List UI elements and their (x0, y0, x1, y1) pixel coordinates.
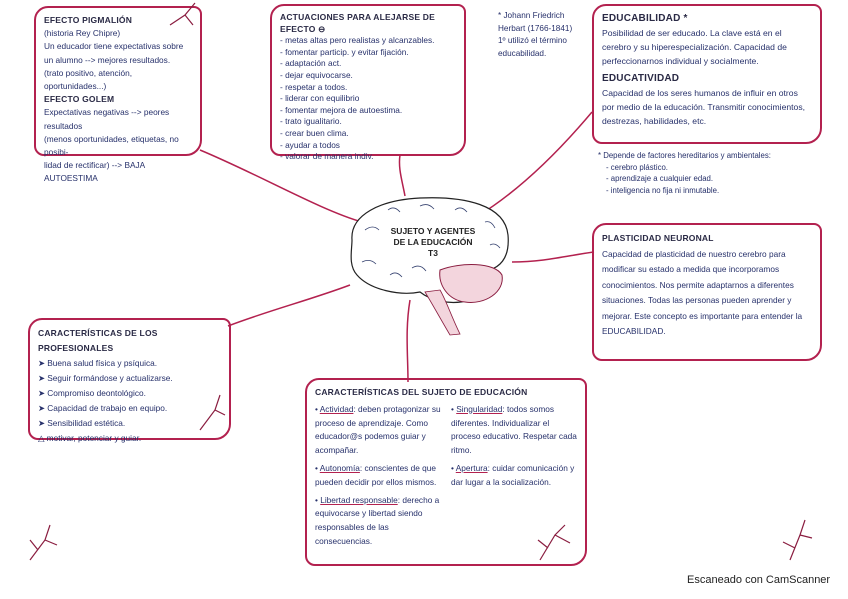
sujeto-term: Autonomía (319, 462, 360, 473)
factores-line: - cerebro plástico. (606, 162, 668, 172)
sujeto-item: • Singularidad: todos somos diferentes. … (451, 403, 577, 456)
educatividad-title: EDUCATIVIDAD (602, 73, 680, 84)
connector-plasticidad (511, 251, 595, 263)
golem-line: Expectativas negativas --> peores result… (44, 107, 170, 131)
pigmalion-line: (historia Rey Chipre) (44, 28, 121, 39)
box-actuaciones: ACTUACIONES PARA ALEJARSE DE EFECTO ⊖ - … (270, 4, 466, 161)
pigmalion-title: EFECTO PIGMALIÓN (44, 15, 133, 25)
sujeto-text: : derecho a equivocarse y libertad siend… (315, 494, 440, 546)
factores-line: - aprendizaje a cualquier edad. (606, 174, 714, 183)
profesionales-item: ➤ Compromiso deontológico. (38, 388, 146, 398)
actuacion-item: - liderar con equilibrio (280, 93, 360, 104)
box-efecto-pigmalion: EFECTO PIGMALIÓN (historia Rey Chipre) U… (34, 6, 202, 183)
connector-educabilidad (477, 111, 593, 217)
sujeto-text: : todos somos diferentes. Individualizar… (451, 403, 577, 456)
brain-illustration (350, 197, 509, 336)
profesionales-item: ➤ Seguir formándose y actualizarse. (38, 373, 173, 383)
factores-line: * Depende de factores hereditarios y amb… (598, 151, 771, 160)
sujeto-text: : conscientes de que pueden decidir por … (315, 462, 437, 487)
educabilidad-title: EDUCABILIDAD * (602, 13, 688, 24)
profesionales-item: ➤ Sensibilidad estética. (38, 418, 126, 428)
golem-line: lidad de rectificar) --> BAJA AUTOESTIMA (44, 160, 145, 184)
connector-sujeto (406, 299, 411, 383)
actuacion-item: - fomentar mejora de autoestima. (280, 104, 403, 115)
sujeto-term: Actividad (319, 403, 354, 414)
herbart-line: 1º utilizó el término (498, 36, 567, 45)
actuacion-item: - fomentar particip. y evitar fijación. (280, 46, 409, 57)
actuacion-item: - ayudar a todos (280, 139, 340, 150)
pigmalion-line: Un educador tiene expectativas sobre (44, 41, 184, 52)
golem-title: EFECTO GOLEM (44, 94, 115, 105)
educatividad-text: Capacidad de los seres humanos de influi… (602, 88, 806, 126)
actuaciones-title: ACTUACIONES PARA ALEJARSE DE EFECTO ⊖ (280, 12, 435, 34)
actuacion-item: - respetar a todos. (280, 81, 348, 92)
sujeto-item: • Libertad responsable: derecho a equivo… (315, 494, 440, 546)
actuacion-item: - crear buen clima. (280, 127, 349, 138)
branch-decoration-icon (782, 519, 813, 561)
plasticidad-title: PLASTICIDAD NEURONAL (602, 233, 714, 243)
profesionales-item: △ motivar, potenciar y guiar. (38, 433, 142, 443)
sujeto-item: • Apertura: cuidar comunicación y dar lu… (451, 462, 575, 487)
actuacion-item: - metas altas pero realistas y alcanzabl… (280, 35, 435, 46)
pigmalion-line: un alumno --> mejores resultados. (44, 54, 171, 65)
factores-line: - inteligencia no fija ni inmutable. (606, 185, 720, 195)
golem-line: (menos oportunidades, etiquetas, no posi… (44, 133, 179, 158)
actuacion-item: - valorar de manera indiv. (280, 151, 374, 162)
central-title-line3: T3 (428, 248, 438, 258)
note-factores: * Depende de factores hereditarios y amb… (598, 150, 823, 196)
box-profesionales: CARACTERÍSTICAS DE LOS PROFESIONALES ➤ B… (28, 318, 231, 443)
herbart-line: * Johann Friedrich (498, 11, 565, 20)
sujeto-item: • Actividad: deben protagonizar su proce… (315, 403, 441, 456)
sujeto-term: Apertura (455, 462, 488, 473)
actuacion-item: - dejar equivocarse. (280, 69, 353, 80)
branch-decoration-icon (169, 2, 196, 26)
central-topic: SUJETO Y AGENTES DE LA EDUCACIÓN T3 (378, 226, 488, 259)
connector-profesionales (227, 284, 351, 327)
educabilidad-text: Posibilidad de ser educado. La clave est… (602, 28, 787, 66)
sujeto-title: CARACTERÍSTICAS DEL SUJETO DE EDUCACIÓN (315, 387, 528, 397)
sujeto-item: • Autonomía: conscientes de que pueden d… (315, 462, 437, 487)
branch-decoration-icon (199, 394, 226, 431)
scanner-watermark: Escaneado con CamScanner (687, 574, 831, 586)
branch-decoration-icon (537, 524, 571, 561)
plasticidad-text: Capacidad de plasticidad de nuestro cere… (602, 248, 803, 337)
herbart-line: educabilidad. (498, 48, 547, 58)
sujeto-term: Singularidad (456, 403, 503, 414)
profesionales-item: ➤ Capacidad de trabajo en equipo. (38, 403, 168, 413)
profesionales-item: ➤ Buena salud física y psíquica. (38, 358, 158, 368)
actuacion-item: - trato igualitario. (280, 116, 342, 127)
sujeto-term: Libertad responsable (320, 494, 398, 505)
actuacion-item: - adaptación act. (280, 58, 342, 69)
connector-actuaciones (398, 154, 406, 197)
connector-pigmalion (199, 149, 363, 223)
box-sujeto-educacion: CARACTERÍSTICAS DEL SUJETO DE EDUCACIÓN … (305, 378, 587, 566)
herbart-line: Herbart (1766-1841) (498, 23, 573, 33)
profesionales-title: CARACTERÍSTICAS DE LOS PROFESIONALES (38, 328, 158, 353)
central-title-line1: SUJETO Y AGENTES (390, 226, 476, 236)
box-plasticidad: PLASTICIDAD NEURONAL Capacidad de plasti… (592, 223, 822, 361)
pigmalion-line: (trato positivo, atención, oportunidades… (44, 67, 133, 92)
branch-decoration-icon (29, 524, 58, 561)
box-educabilidad: EDUCABILIDAD * Posibilidad de ser educad… (592, 4, 822, 144)
sujeto-text: : deben protagonizar su proceso de apren… (315, 403, 441, 456)
central-title-line2: DE LA EDUCACIÓN (393, 237, 473, 247)
sujeto-text: : cuidar comunicación y dar lugar a la s… (451, 462, 575, 487)
note-herbart: * Johann Friedrich Herbart (1766-1841) 1… (498, 10, 593, 60)
